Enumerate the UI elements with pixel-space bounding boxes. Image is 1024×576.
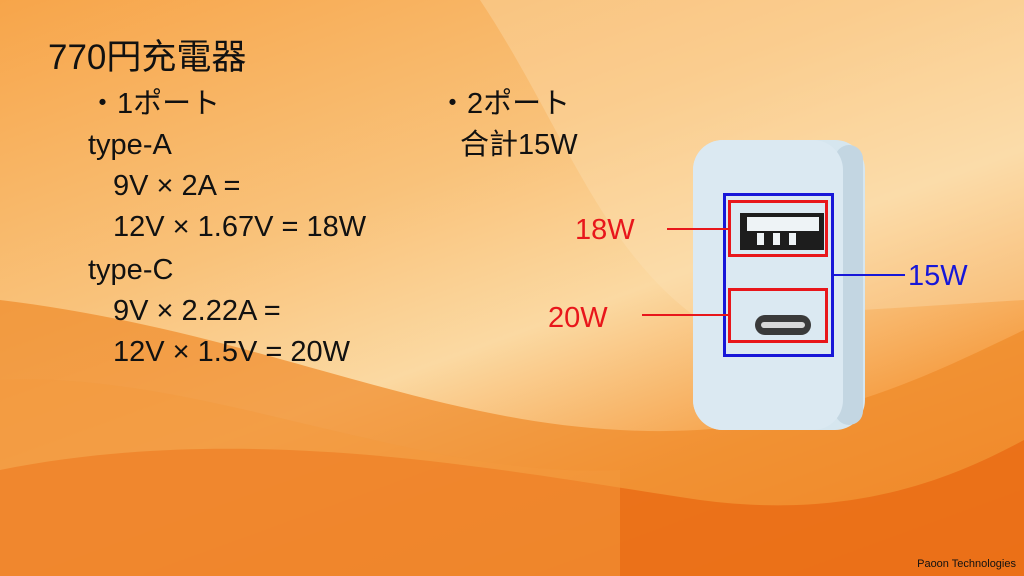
usb-a-callout-line — [667, 228, 729, 230]
type-a-formula-1: 9V × 2A = — [113, 170, 241, 202]
combined-wattage: 15W — [908, 260, 968, 292]
combined-callout-line — [833, 274, 905, 276]
type-a-formula-2: 12V × 1.67V = 18W — [113, 211, 367, 243]
type-c-formula-2: 12V × 1.5V = 20W — [113, 336, 350, 368]
usb-c-callout-line — [642, 314, 729, 316]
slide-title: 770円充電器 — [48, 38, 247, 77]
type-c-label: type-C — [88, 254, 174, 286]
usb-a-highlight-box — [728, 200, 828, 257]
type-c-formula-1: 9V × 2.22A = — [113, 295, 281, 327]
two-port-highlight-box — [723, 193, 834, 357]
two-port-heading: ・2ポート — [438, 88, 571, 120]
usb-a-wattage: 18W — [575, 214, 635, 246]
two-port-total: 合計15W — [460, 129, 578, 161]
usb-c-wattage: 20W — [548, 302, 608, 334]
type-a-label: type-A — [88, 129, 172, 161]
usb-c-highlight-box — [728, 288, 828, 343]
footer-credit: Paoon Technologies — [917, 558, 1016, 570]
one-port-heading: ・1ポート — [88, 88, 221, 120]
